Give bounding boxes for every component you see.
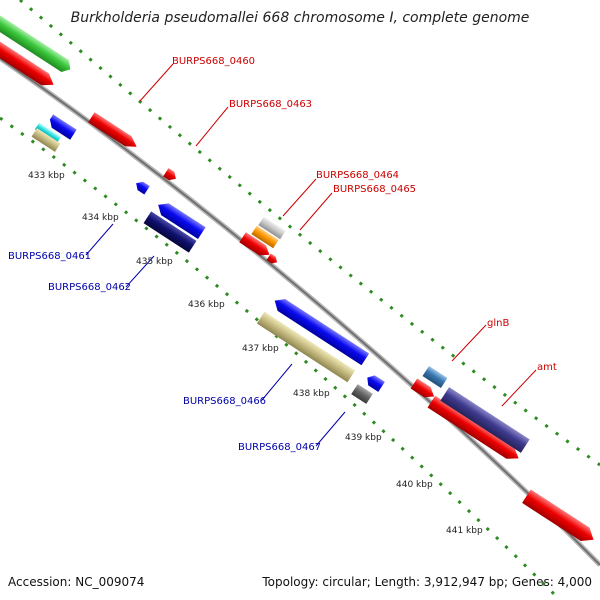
gene-amt[interactable] bbox=[440, 387, 530, 453]
gene-burps668-0466[interactable] bbox=[271, 295, 370, 366]
chromosome-backbone bbox=[0, 55, 600, 567]
tick-label: 435 kbp bbox=[136, 257, 173, 267]
topology-text: Topology: circular; Length: 3,912,947 bp… bbox=[261, 575, 592, 589]
gene-khaki-small[interactable] bbox=[31, 128, 61, 152]
gene-blue-tiny[interactable] bbox=[133, 179, 150, 195]
label-burps668-0463[interactable]: BURPS668_0463 bbox=[229, 99, 312, 110]
tick-label: 434 kbp bbox=[82, 213, 119, 223]
label-burps668-0466[interactable]: BURPS668_0466 bbox=[183, 396, 266, 407]
gene-burps668-0460[interactable] bbox=[0, 33, 57, 90]
gene-burps668-0463[interactable] bbox=[88, 112, 140, 151]
tick-label: 441 kbp bbox=[446, 526, 483, 536]
leader-0466 bbox=[261, 363, 293, 401]
gene-small-red-2[interactable] bbox=[266, 253, 279, 265]
leader-0461 bbox=[85, 223, 114, 256]
tick-label: 437 kbp bbox=[242, 344, 279, 354]
leader-0460 bbox=[139, 63, 174, 102]
leader-0463 bbox=[195, 106, 229, 147]
gene-small-red[interactable] bbox=[163, 168, 179, 183]
gene-red-small-3[interactable] bbox=[410, 378, 438, 401]
leader-amt bbox=[501, 369, 537, 407]
label-burps668-0460[interactable]: BURPS668_0460 bbox=[172, 56, 255, 67]
gene-red-right[interactable] bbox=[522, 489, 598, 547]
leader-0465 bbox=[299, 192, 333, 231]
gene-amt-red[interactable] bbox=[427, 395, 523, 464]
label-burps668-0464[interactable]: BURPS668_0464 bbox=[316, 170, 399, 181]
label-burps668-0467[interactable]: BURPS668_0467 bbox=[238, 442, 321, 453]
leader-0462 bbox=[125, 255, 155, 288]
leader-0467 bbox=[315, 411, 346, 447]
gene-burps668-0465[interactable] bbox=[239, 232, 272, 259]
label-burps668-0461[interactable]: BURPS668_0461 bbox=[8, 251, 91, 262]
gene-blue-small-left[interactable] bbox=[47, 114, 77, 140]
tick-label: 438 kbp bbox=[293, 389, 330, 399]
leader-0464 bbox=[282, 178, 317, 217]
gene-burps668-0462[interactable] bbox=[143, 211, 197, 253]
tick-label: 433 kbp bbox=[28, 171, 65, 181]
leader-lines bbox=[85, 63, 537, 447]
tick-label: 439 kbp bbox=[345, 433, 382, 443]
label-burps668-0462[interactable]: BURPS668_0462 bbox=[48, 282, 131, 293]
reverse-genes bbox=[31, 114, 385, 404]
gene-green[interactable] bbox=[0, 5, 74, 75]
accession-text: Accession: NC_009074 bbox=[8, 575, 144, 589]
gene-cyan[interactable] bbox=[34, 122, 62, 144]
gene-labels: BURPS668_0460 BURPS668_0463 BURPS668_046… bbox=[8, 56, 557, 453]
label-burps668-0465[interactable]: BURPS668_0465 bbox=[333, 184, 416, 195]
map-title: Burkholderia pseudomallei 668 chromosome… bbox=[71, 10, 530, 26]
leader-glnb bbox=[451, 324, 487, 362]
gene-glnb[interactable] bbox=[422, 365, 448, 389]
tick-labels: 433 kbp 434 kbp 435 kbp 436 kbp 437 kbp … bbox=[28, 171, 483, 536]
tick-label: 436 kbp bbox=[188, 300, 225, 310]
forward-genes bbox=[0, 5, 598, 547]
gene-burps668-0461[interactable] bbox=[154, 199, 206, 240]
gene-blue-short[interactable] bbox=[364, 373, 385, 392]
gene-burps668-0467[interactable] bbox=[351, 384, 373, 404]
gene-silver[interactable] bbox=[258, 216, 286, 240]
label-glnb[interactable]: glnB bbox=[487, 318, 509, 329]
tick-label: 440 kbp bbox=[396, 480, 433, 490]
gene-khaki-large[interactable] bbox=[256, 311, 356, 383]
label-amt[interactable]: amt bbox=[537, 362, 557, 373]
gene-burps668-0464[interactable] bbox=[251, 225, 279, 249]
